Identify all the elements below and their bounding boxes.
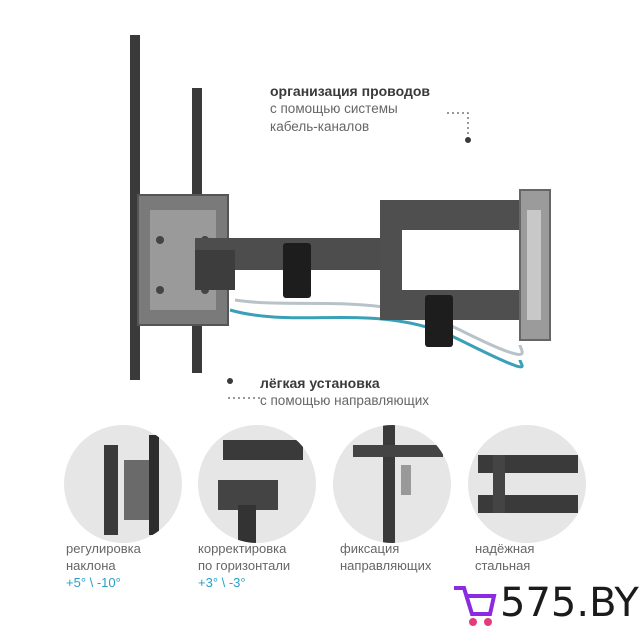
feature-tilt: регулировка наклона +5° \ -10°	[66, 540, 141, 591]
guide-lock-photo	[333, 425, 451, 543]
cart-logo-icon	[454, 586, 497, 626]
feature-steel: надёжная стальная	[475, 540, 534, 574]
horizontal-correction-photo	[198, 425, 316, 543]
install-callout: лёгкая установка с помощью направляющих	[260, 374, 429, 410]
brand-logo: 575.BY	[448, 574, 639, 636]
feature-guide-lock-label2: направляющих	[340, 558, 432, 573]
cables-callout-line1: с помощью системы	[270, 101, 398, 116]
tv-mount-illustration	[130, 35, 551, 399]
velcro-strap-1	[283, 243, 311, 298]
feature-horizontal-value: +3° \ -3°	[198, 575, 246, 590]
feature-steel-label2: стальная	[475, 558, 531, 573]
feature-steel-label1: надёжная	[475, 541, 535, 556]
mount-extension	[380, 200, 530, 230]
cables-callout-title: организация проводов	[270, 83, 431, 99]
feature-horizontal-label2: по горизонтали	[198, 558, 291, 573]
install-callout-line1: с помощью направляющих	[260, 393, 429, 408]
feature-tilt-value: +5° \ -10°	[66, 575, 121, 590]
feature-guide-lock: фиксация направляющих	[340, 540, 431, 574]
logo-text: 575.BY	[500, 580, 639, 626]
velcro-strap-2	[425, 295, 453, 347]
install-callout-title: лёгкая установка	[260, 375, 380, 391]
wall-rail-left	[130, 35, 140, 380]
feature-tilt-label1: регулировка	[66, 541, 141, 556]
feature-horizontal: корректировка по горизонтали +3° \ -3°	[198, 540, 290, 591]
feature-tilt-label2: наклона	[66, 558, 116, 573]
steel-arm-photo	[468, 425, 586, 543]
feature-guide-lock-label1: фиксация	[340, 541, 400, 556]
cables-callout-line2: кабель-каналов	[270, 119, 370, 134]
cables-callout: организация проводов с помощью системы к…	[270, 82, 430, 136]
tilt-adjustment-photo	[64, 425, 182, 543]
feature-horizontal-label1: корректировка	[198, 541, 287, 556]
